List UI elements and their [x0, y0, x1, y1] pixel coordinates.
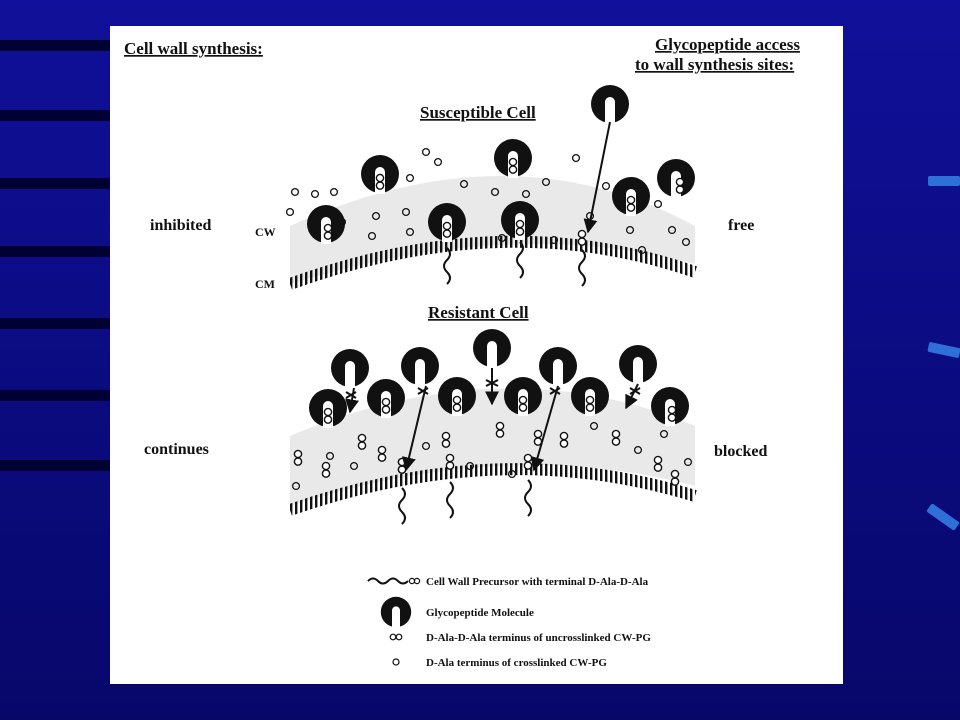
- legend-glycopeptide-text: Glycopeptide Molecule: [426, 607, 534, 619]
- heading-cell-wall-synthesis: Cell wall synthesis:: [124, 39, 263, 58]
- legend-glycopeptide-icon: [380, 596, 412, 628]
- legend-crosslinked-text: D-Ala terminus of crosslinked CW-PG: [426, 657, 607, 669]
- bg-stripe: [0, 460, 120, 471]
- bg-accent-mark: [927, 341, 960, 359]
- heading-wall-synthesis-sites: to wall synthesis sites:: [635, 55, 794, 74]
- label-continues: continues: [144, 441, 209, 458]
- label-blocked: blocked: [714, 443, 767, 460]
- heading-glycopeptide-access: Glycopeptide access: [655, 35, 800, 54]
- legend-uncrosslinked-text: D-Ala-D-Ala terminus of uncrosslinked CW…: [426, 632, 651, 644]
- legend-uncrosslinked-icon: [389, 633, 403, 641]
- cell-membrane-resistant: [288, 463, 697, 516]
- bg-stripe: [0, 246, 120, 257]
- label-inhibited: inhibited: [150, 217, 211, 234]
- bg-accent-mark: [926, 503, 960, 531]
- access-arrow-susceptible: [583, 121, 611, 234]
- blocked-access-arrows-resistant: [345, 368, 641, 472]
- susceptible-cell-title: Susceptible Cell: [420, 103, 536, 122]
- resistant-cell-title: Resistant Cell: [428, 303, 529, 322]
- legend: Cell Wall Precursor with terminal D-Ala-…: [367, 576, 651, 669]
- cell-membrane-susceptible: [287, 235, 697, 290]
- diagram-panel: Cell wall synthesis: Glycopeptide access…: [110, 26, 843, 684]
- legend-precursor-icon: [367, 577, 409, 585]
- bg-stripe: [0, 318, 120, 329]
- bg-accent-mark: [928, 176, 960, 186]
- bg-stripe: [0, 390, 120, 401]
- legend-precursor-text: Cell Wall Precursor with terminal D-Ala-…: [426, 576, 649, 588]
- bg-stripe: [0, 110, 120, 121]
- label-cm-susceptible: CM: [255, 277, 275, 291]
- label-free: free: [728, 217, 754, 234]
- legend-crosslinked-icon: [392, 658, 400, 666]
- bg-stripe: [0, 178, 120, 189]
- bg-stripe: [0, 40, 120, 51]
- legend-precursor-terminus-icon: [408, 577, 421, 585]
- label-cw-susceptible: CW: [255, 225, 276, 239]
- glycopeptide-diagram: Cell wall synthesis: Glycopeptide access…: [124, 35, 800, 669]
